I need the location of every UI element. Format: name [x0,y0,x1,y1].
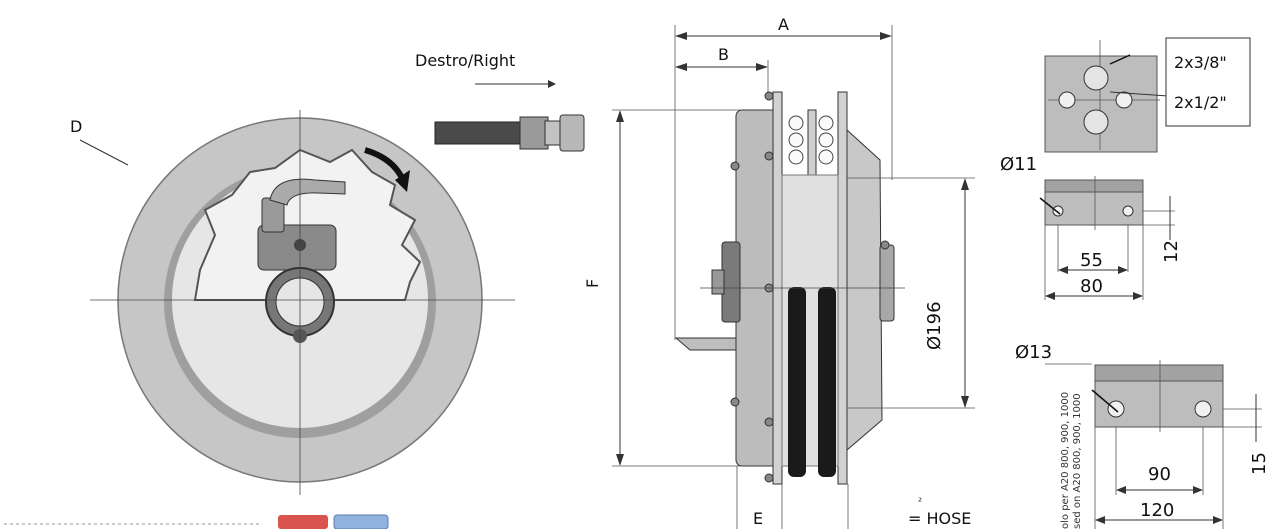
dim-d-leader [79,139,129,166]
thread-detail: 2x3/8" 2x1/2" [1044,37,1251,153]
red-badge[interactable] [278,515,328,529]
dim-a-label: A [778,15,789,34]
dim-15-label: 15 [1249,452,1270,475]
hub-fitting [257,178,346,343]
dim-11-label: Ø11 [1000,154,1037,175]
front-view: Destro/Right D [70,51,585,495]
direction-label: Destro/Right [415,51,515,70]
dim-80-label: 80 [1080,276,1103,297]
bottom-left-strip [4,514,389,529]
thread-12-label: 2x1/2" [1174,93,1227,112]
dim-196-label: Ø196 [924,301,945,350]
front-hub [846,128,883,452]
dim-d-label: D [70,117,82,136]
small-bracket-detail: Ø11 55 80 12 [1000,154,1182,300]
dim-90-label: 90 [1148,464,1171,485]
dim-12-label: 12 [1161,240,1182,263]
hose-section-2 [818,287,836,477]
large-bracket-detail: Ø13 90 120 15 olo per A20 800, 900, 1000… [1015,342,1270,529]
outlet-hose [434,114,585,152]
note-line-2: sed on A20 800, 900, 1000 [1072,393,1083,529]
hose-label: = HOSE [908,509,971,528]
hose-coils [788,115,834,165]
side-view: F A B [583,15,975,529]
dim-120-label: 120 [1140,500,1174,521]
hose-superscript: ² [918,497,922,508]
flange-bolts [730,91,890,483]
blue-badge[interactable] [333,514,389,529]
hose-section-1 [788,287,806,477]
thread-label-box [1165,37,1251,127]
rotation-arrow [364,147,405,180]
dim-f-label: F [583,279,602,288]
dim-55-label: 55 [1080,250,1103,271]
note-line-1: olo per A20 800, 900, 1000 [1060,392,1071,529]
dim-e-label: E [753,509,763,528]
dim-13-label: Ø13 [1015,342,1052,363]
thread-38-label: 2x3/8" [1174,53,1227,72]
dim-b-label: B [718,45,729,64]
